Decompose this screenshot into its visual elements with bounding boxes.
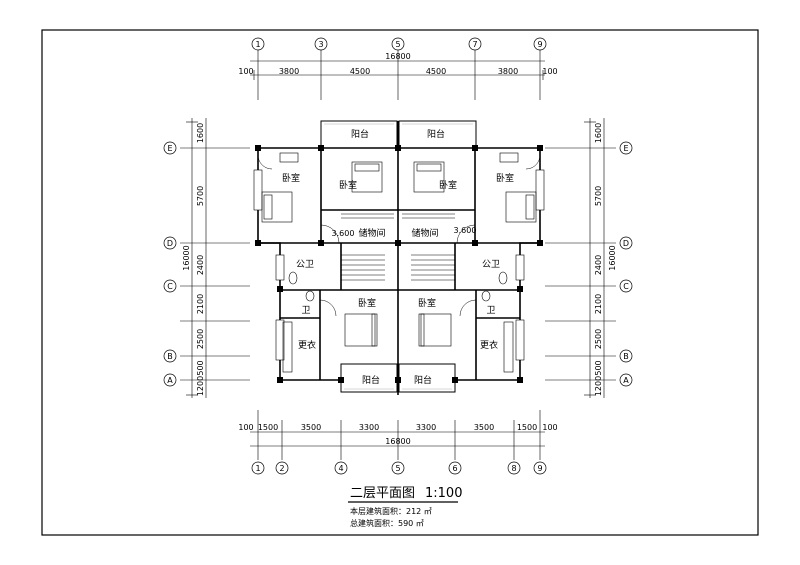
right-dim-segment: 2400 xyxy=(594,255,603,275)
right-dim-segment: 2500 xyxy=(594,329,603,349)
axis-label-left-b: B xyxy=(167,352,173,361)
room-label-bath: 卫 xyxy=(301,306,310,316)
right-total-dimension: 16000 xyxy=(608,245,617,270)
room-label-bath: 卫 xyxy=(486,306,495,316)
axis-label-right-a: A xyxy=(623,376,629,385)
axis-label-top-3: 3 xyxy=(318,40,323,49)
room-label-balcony: 阳台 xyxy=(362,374,380,386)
right-dimension-block xyxy=(545,118,616,398)
elevation-mark: 3.600 xyxy=(454,226,477,235)
left-dim-segment: 1200 xyxy=(196,376,205,396)
top-dim-segment: 4500 xyxy=(426,67,446,76)
room-label-public-bath: 公卫 xyxy=(482,259,500,270)
left-dim-segment: 2100 xyxy=(196,294,205,314)
axis-label-bottom-6: 6 xyxy=(452,464,457,473)
top-dim-segment: 100 xyxy=(542,67,557,76)
room-label-bedroom: 卧室 xyxy=(339,179,357,191)
bottom-dim-segment: 1500 xyxy=(258,423,278,432)
axis-label-right-e: E xyxy=(623,144,628,153)
top-dim-segment: 4500 xyxy=(350,67,370,76)
bottom-dim-segment: 3500 xyxy=(301,423,321,432)
stairs xyxy=(341,213,455,281)
left-axis-bubbles: E D C B A xyxy=(163,141,177,387)
total-area-note: 总建筑面积：590 ㎡ xyxy=(350,518,424,528)
bottom-dim-segment: 3300 xyxy=(359,423,379,432)
axis-label-top-9: 9 xyxy=(537,40,542,49)
bottom-dim-segment: 3300 xyxy=(416,423,436,432)
left-dim-segment: 2500 xyxy=(196,329,205,349)
door-swings xyxy=(257,154,541,317)
bottom-dim-segment: 1500 xyxy=(517,423,537,432)
plan-title: 二层平面图 xyxy=(350,486,415,501)
plan-scale: 1:100 xyxy=(425,486,462,501)
right-dim-segment: 1600 xyxy=(594,123,603,143)
axis-label-left-c: C xyxy=(167,282,173,291)
axis-label-bottom-5: 5 xyxy=(395,464,400,473)
top-dim-segment: 3800 xyxy=(498,67,518,76)
axis-label-left-d: D xyxy=(167,239,173,248)
top-dimension-block xyxy=(250,50,545,100)
room-label-balcony: 阳台 xyxy=(414,374,432,386)
room-label-bedroom: 卧室 xyxy=(282,172,300,184)
axis-label-bottom-8: 8 xyxy=(511,464,516,473)
axis-label-bottom-9: 9 xyxy=(537,464,542,473)
elevation-mark: 3.600 xyxy=(332,229,355,238)
axis-label-bottom-1: 1 xyxy=(255,464,260,473)
axis-label-bottom-2: 2 xyxy=(279,464,284,473)
axis-label-left-a: A xyxy=(167,376,173,385)
top-axis-bubbles: 1 3 5 7 9 xyxy=(251,37,547,51)
room-label-balcony: 阳台 xyxy=(351,128,369,140)
room-label-bedroom: 卧室 xyxy=(496,172,514,184)
windows xyxy=(253,169,545,361)
room-label-storage: 储物间 xyxy=(358,227,385,239)
top-dim-segment: 100 xyxy=(238,67,253,76)
left-dim-segment: 1600 xyxy=(196,123,205,143)
left-dimension-block xyxy=(180,118,250,398)
right-axis-bubbles: E D C B A xyxy=(619,141,633,387)
room-label-dressing: 更衣 xyxy=(298,339,316,351)
right-dim-segment: 5700 xyxy=(594,186,603,206)
axis-label-left-e: E xyxy=(167,144,172,153)
floor-area-note: 本层建筑面积：212 ㎡ xyxy=(350,506,432,516)
furniture xyxy=(261,152,537,373)
room-label-balcony: 阳台 xyxy=(427,128,445,140)
axis-label-right-b: B xyxy=(623,352,629,361)
bottom-total-dimension: 16800 xyxy=(385,437,410,446)
building-walls xyxy=(257,120,541,395)
balcony-hatching xyxy=(324,123,473,390)
left-dim-segment: 2400 xyxy=(196,255,205,275)
axis-label-bottom-4: 4 xyxy=(338,464,343,473)
room-label-storage: 储物间 xyxy=(411,227,438,239)
top-dim-segment: 3800 xyxy=(279,67,299,76)
left-total-dimension: 16000 xyxy=(182,245,191,270)
right-dim-segment: 500 xyxy=(594,360,603,375)
structural-columns xyxy=(255,145,543,383)
left-dim-segment: 5700 xyxy=(196,186,205,206)
bottom-dim-segment: 100 xyxy=(238,423,253,432)
axis-label-top-5: 5 xyxy=(395,40,400,49)
right-dim-segment: 1200 xyxy=(594,376,603,396)
top-total-dimension: 16800 xyxy=(385,52,410,61)
axis-label-top-1: 1 xyxy=(255,40,260,49)
room-label-bedroom: 卧室 xyxy=(358,297,376,309)
axis-label-right-d: D xyxy=(623,239,629,248)
bottom-dimension-block xyxy=(250,410,545,460)
axis-label-right-c: C xyxy=(623,282,629,291)
room-label-dressing: 更衣 xyxy=(480,339,498,351)
axis-label-top-7: 7 xyxy=(472,40,477,49)
bottom-axis-bubbles: 1 2 4 5 6 8 9 xyxy=(251,461,547,475)
room-label-public-bath: 公卫 xyxy=(296,259,314,270)
room-label-bedroom: 卧室 xyxy=(439,179,457,191)
bottom-dim-segment: 100 xyxy=(542,423,557,432)
right-dim-segment: 2100 xyxy=(594,294,603,314)
bottom-dim-segment: 3500 xyxy=(474,423,494,432)
left-dim-segment: 500 xyxy=(196,360,205,375)
room-label-bedroom: 卧室 xyxy=(418,297,436,309)
drawing-frame xyxy=(41,29,759,536)
